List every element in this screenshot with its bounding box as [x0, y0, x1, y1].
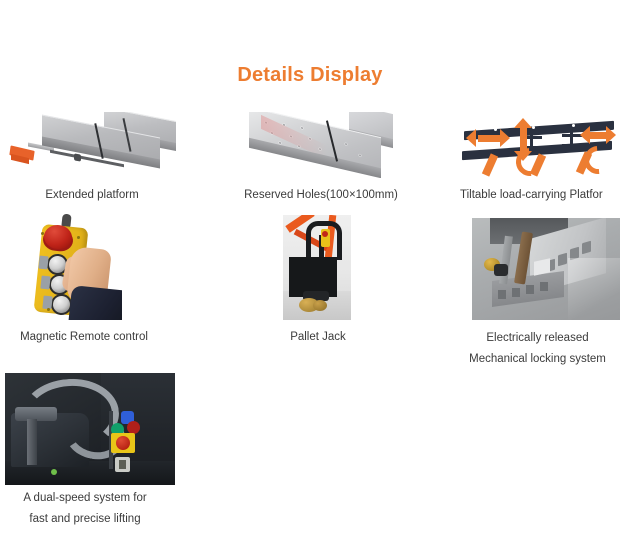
right-plate-bottom: [562, 144, 582, 147]
arrow-left-head-icon: [466, 129, 476, 147]
release-actuator: [494, 264, 508, 276]
caption-mechanical-locking-system: Electrically released Mechanical locking…: [455, 328, 620, 370]
pallet-jack-control-box: [321, 229, 330, 247]
caption-reserved-holes: Reserved Holes(100×100mm): [244, 189, 398, 201]
reserved-hole: [359, 154, 362, 158]
pallet-jack-shaft: [319, 235, 324, 265]
pallet-jack-tiller-handle: [306, 221, 342, 260]
caption-dual-speed-system: A dual-speed system for fast and precise…: [0, 488, 170, 530]
indicator-lamp-blue: [121, 411, 134, 424]
rack-notch: [498, 290, 506, 299]
rack-notch: [540, 282, 548, 291]
pallet-jack-axle: [303, 291, 329, 301]
caption-tiltable-platform: Tiltable load-carrying Platfor: [460, 189, 603, 201]
image-dual-speed-system: [5, 373, 175, 485]
remote-label-left: [40, 275, 51, 290]
page-title: Details Display: [237, 64, 383, 86]
caption-line-1: Electrically released: [486, 332, 589, 344]
machine-column: [27, 419, 37, 465]
lift-machine-base: [11, 413, 89, 467]
center-post: [530, 132, 533, 154]
image-pallet-jack: [283, 215, 351, 320]
right-travel-arrow-bar: [590, 132, 608, 139]
rack-notch: [512, 288, 520, 297]
image-tiltable-platform: [458, 112, 620, 178]
platform-fitting: [74, 153, 81, 162]
caption-pallet-jack: Pallet Jack: [290, 331, 346, 343]
arrow-right-head-icon: [606, 126, 616, 144]
arrow-up-head-icon: [514, 118, 532, 128]
image-extended-platform: [8, 112, 176, 178]
reserved-hole: [345, 142, 348, 146]
caption-line-2: Mechanical locking system: [469, 353, 606, 365]
center-plate-bottom: [522, 146, 542, 149]
image-mechanical-locking-system: [472, 218, 620, 320]
remote-label-left: [38, 255, 49, 270]
image-reserved-holes: [245, 112, 397, 178]
beam-marker: [532, 126, 535, 129]
image-magnetic-remote-control: [14, 212, 122, 320]
horizontal-travel-arrow-bar: [478, 135, 502, 142]
caption-line-1: A dual-speed system for: [23, 492, 147, 504]
machine-hub: [15, 407, 57, 421]
indicator-lamp-red: [127, 421, 140, 434]
caption-extended-platform: Extended platform: [45, 189, 139, 201]
pallet-jack-body: [289, 257, 337, 297]
indicator-lamp-green: [111, 423, 124, 436]
caption-line-2: fast and precise lifting: [29, 513, 141, 525]
arrow-down-head-icon: [514, 151, 532, 161]
surface-sheen: [568, 258, 620, 320]
emergency-stop-knob: [116, 436, 130, 450]
key-switch-box: [115, 457, 130, 472]
pallet-jack-control-button: [322, 231, 328, 237]
key-switch-icon: [119, 460, 126, 469]
beam-marker: [572, 124, 575, 127]
arrow-left-head-icon: [580, 126, 590, 144]
arrow-right-head-icon: [500, 129, 510, 147]
right-post: [570, 130, 573, 152]
caption-magnetic-remote-control: Magnetic Remote control: [20, 331, 148, 343]
reserved-hole: [301, 126, 304, 130]
beam-marker: [494, 128, 497, 131]
floor-indicator-light: [51, 469, 57, 475]
pallet-jack-wheel: [313, 300, 327, 311]
vertical-lift-arrow-bar: [520, 128, 527, 152]
right-plate-top: [562, 134, 582, 137]
operator-sleeve: [68, 285, 122, 320]
rack-notch: [526, 285, 534, 294]
center-plate-top: [522, 136, 542, 139]
